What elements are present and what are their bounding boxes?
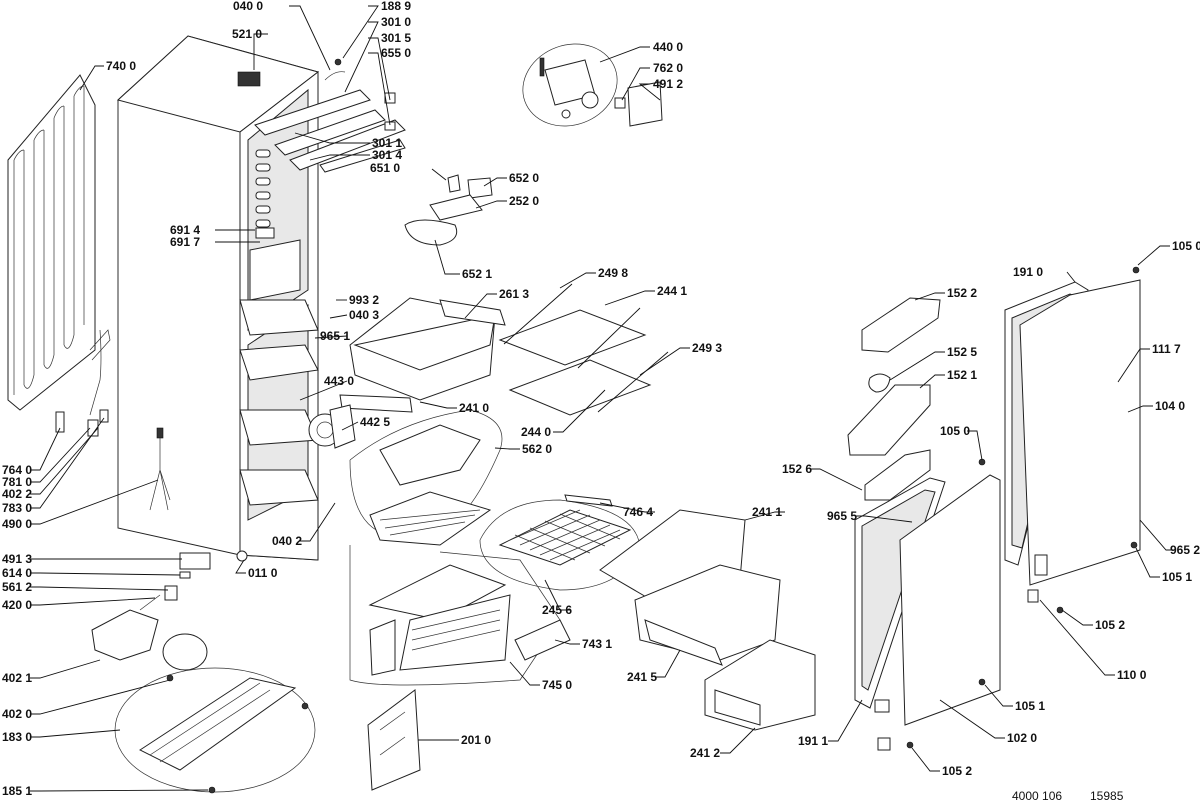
leader-lines (30, 5, 1176, 792)
label-105-0-top: 105 0 (1172, 239, 1200, 253)
label-249-3: 249 3 (692, 341, 722, 355)
label-402-0: 402 0 (2, 707, 32, 721)
label-105-0-mid: 105 0 (940, 424, 970, 438)
label-764-0: 764 0 (2, 463, 32, 477)
label-040-2: 040 2 (272, 534, 302, 548)
fan-motor (308, 404, 356, 449)
label-110-0: 110 0 (1117, 668, 1147, 682)
label-562-0: 562 0 (522, 442, 552, 456)
label-402-1: 402 1 (2, 671, 32, 685)
label-440-0: 440 0 (653, 40, 683, 54)
freezer-drawers (599, 509, 816, 731)
label-152-1: 152 1 (947, 368, 977, 382)
label-185-1: 185 1 (2, 784, 32, 798)
evaporator-group (349, 409, 571, 686)
label-249-8: 249 8 (598, 266, 628, 280)
label-614-0: 614 0 (2, 566, 32, 580)
label-241-5: 241 5 (627, 670, 657, 684)
label-442-5: 442 5 (360, 415, 390, 429)
back-panel (367, 689, 421, 791)
label-443-0: 443 0 (324, 374, 354, 388)
label-191-0: 191 0 (1013, 265, 1043, 279)
document-footer: 4000 106 15985 (1012, 789, 1124, 803)
label-781-0: 781 0 (2, 475, 32, 489)
door-bins (847, 297, 941, 501)
label-011-0: 011 0 (248, 566, 278, 580)
cabinet (116, 35, 320, 562)
label-152-6: 152 6 (782, 462, 812, 476)
label-652-1: 652 1 (462, 267, 492, 281)
label-561-2: 561 2 (2, 580, 32, 594)
label-252-0: 252 0 (509, 194, 539, 208)
label-183-0: 183 0 (2, 730, 32, 744)
label-301-4: 301 4 (372, 148, 402, 162)
label-104-0: 104 0 (1155, 399, 1185, 413)
label-111-7: 111 7 (1152, 342, 1181, 356)
label-105-2-upper: 105 2 (1095, 618, 1125, 632)
label-105-1-upper: 105 1 (1162, 570, 1192, 584)
lamp-parts (404, 174, 493, 246)
label-783-0: 783 0 (2, 501, 32, 515)
label-745-0: 745 0 (542, 678, 572, 692)
label-491-2: 491 2 (653, 77, 683, 91)
label-993-2: 993 2 (349, 293, 379, 307)
label-188-9: 188 9 (381, 0, 411, 13)
label-651-0: 651 0 (370, 161, 400, 175)
label-152-5: 152 5 (947, 345, 977, 359)
label-402-2: 402 2 (2, 487, 32, 501)
label-652-0: 652 0 (509, 171, 539, 185)
doors (854, 266, 1141, 751)
crisper-drawer (339, 297, 506, 413)
label-245-6: 245 6 (542, 603, 572, 617)
label-743-1: 743 1 (582, 637, 612, 651)
label-244-0: 244 0 (521, 425, 551, 439)
label-301-1: 301 1 (372, 136, 402, 150)
cabinet-vents (255, 149, 271, 228)
label-691-4: 691 4 (170, 223, 200, 237)
label-965-5: 965 5 (827, 509, 857, 523)
label-301-0: 301 0 (381, 15, 411, 29)
label-301-5: 301 5 (381, 31, 411, 45)
label-261-3: 261 3 (499, 287, 529, 301)
label-040-0: 040 0 (233, 0, 263, 13)
label-655-0: 655 0 (381, 46, 411, 60)
label-191-1: 191 1 (798, 734, 828, 748)
label-762-0: 762 0 (653, 61, 683, 75)
label-491-3: 491 3 (2, 552, 32, 566)
label-490-0: 490 0 (2, 517, 32, 531)
label-244-1: 244 1 (657, 284, 687, 298)
footer-doc-code: 4000 106 (1012, 789, 1062, 803)
label-740-0: 740 0 (106, 59, 136, 73)
electronic-assembly (522, 43, 663, 127)
label-105-2-lower: 105 2 (942, 764, 972, 778)
label-965-1: 965 1 (320, 329, 350, 343)
label-241-2: 241 2 (690, 746, 720, 760)
label-241-1: 241 1 (752, 505, 782, 519)
label-746-4: 746 4 (623, 505, 653, 519)
label-102-0: 102 0 (1007, 731, 1037, 745)
label-040-3: 040 3 (349, 308, 379, 322)
condenser-coil (7, 74, 111, 437)
label-152-2: 152 2 (947, 286, 977, 300)
label-965-2: 965 2 (1170, 543, 1200, 557)
glass-shelves (498, 283, 669, 416)
footer-doc-number: 15985 (1090, 789, 1124, 803)
label-521-0: 521 0 (232, 27, 262, 41)
label-105-1-lower: 105 1 (1015, 699, 1045, 713)
label-241-0: 241 0 (459, 401, 489, 415)
label-201-0: 201 0 (461, 733, 491, 747)
label-691-7: 691 7 (170, 235, 200, 249)
label-420-0: 420 0 (2, 598, 32, 612)
